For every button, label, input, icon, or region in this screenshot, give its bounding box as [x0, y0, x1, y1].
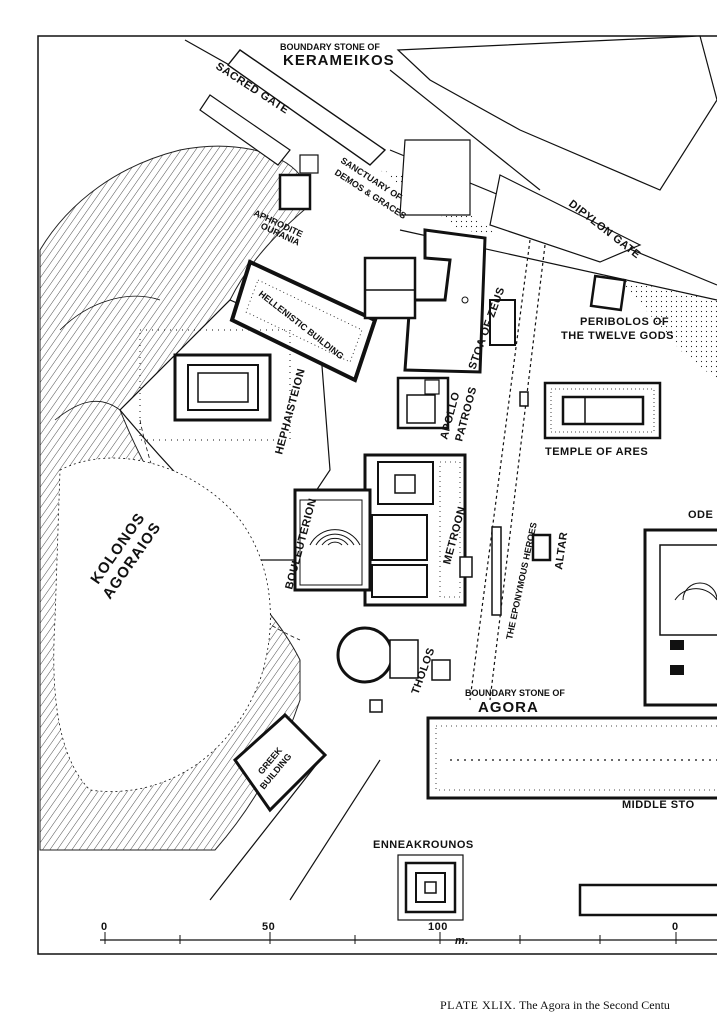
label-peribolos-2: THE TWELVE GODS [561, 330, 674, 342]
label-altar: ALTAR [553, 531, 570, 570]
label-boundary-agora: BOUNDARY STONE OF [465, 688, 565, 698]
label-kerameikos: KERAMEIKOS [283, 52, 395, 69]
south-stoa [578, 883, 717, 917]
middle-stoa [426, 716, 717, 800]
map-frame [37, 35, 717, 955]
dipylon-block-a [399, 139, 471, 216]
sacred-gate-structure [199, 94, 291, 166]
label-peribolos-1: PERIBOLOS OF [580, 316, 669, 328]
enneakrounos [397, 854, 464, 921]
bouleuterion [293, 488, 372, 592]
aphrodite-ourania-shrine [299, 154, 319, 174]
plate-caption: PLATE XLIX. The Agora in the Second Cent… [440, 998, 670, 1013]
hephaisteion [139, 329, 291, 441]
label-middle-stoa: MIDDLE STO [622, 799, 695, 811]
scale-label-0: 0 [101, 921, 108, 933]
kerameikos-building [226, 49, 387, 166]
statue-base-a [459, 556, 473, 578]
apollo-patroos-temple [396, 376, 450, 430]
boundary-stone-agora [369, 699, 383, 713]
greek-building [233, 712, 328, 813]
city-block-north [396, 35, 717, 191]
label-temple-of-ares: TEMPLE OF ARES [545, 446, 648, 458]
temple-of-ares [543, 381, 662, 440]
eponymous-heroes-monument [491, 526, 502, 616]
tholos [336, 626, 451, 684]
label-enneakrounos: ENNEAKROUNOS [373, 839, 474, 851]
scale-unit: m. [455, 935, 469, 947]
altar [531, 533, 552, 562]
hellenistic-building [229, 259, 378, 383]
scale-bar: 0 50 100 m. 0 [100, 921, 717, 947]
metroon [363, 453, 467, 607]
scale-label-0-right: 0 [672, 921, 679, 933]
label-odeion: ODE [688, 509, 713, 521]
label-agora: AGORA [478, 699, 539, 716]
odeion [643, 528, 717, 707]
scale-label-100: 100 [428, 921, 448, 933]
label-boundary-kerameikos: BOUNDARY STONE OF [280, 42, 380, 52]
plate-number: PLATE XLIX. [440, 998, 517, 1012]
sanctuary-demos-graces [278, 173, 312, 211]
dipylon-block-b [489, 174, 642, 263]
scale-label-50: 50 [262, 921, 275, 933]
peribolos-twelve-gods [589, 274, 627, 312]
plate-title: The Agora in the Second Centu [518, 998, 670, 1012]
kolonos-plateau [53, 457, 271, 792]
dipylon-road-area [620, 280, 717, 380]
statue-base-b [519, 391, 529, 407]
royal-stoa-rooms [363, 256, 417, 320]
